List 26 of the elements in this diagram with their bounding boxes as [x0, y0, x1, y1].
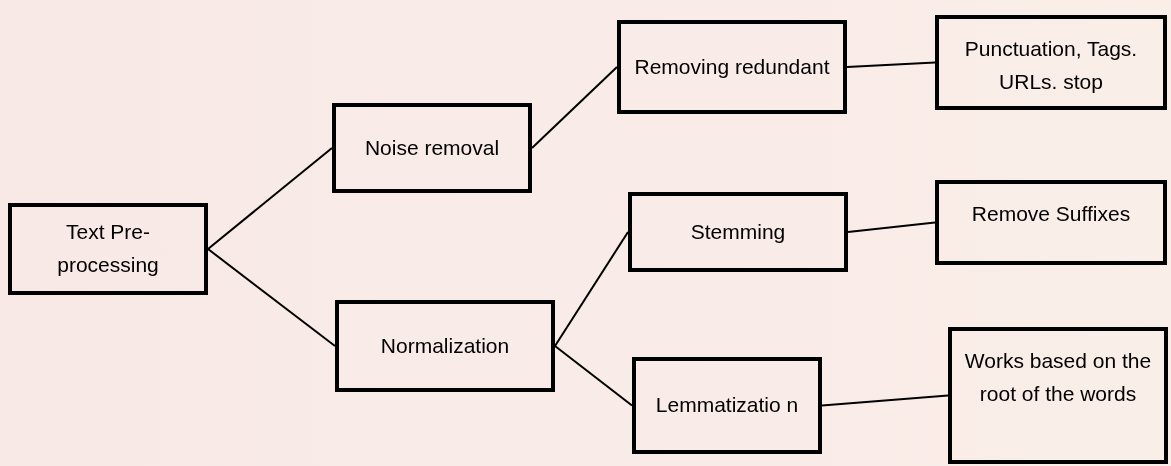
process-box — [335, 300, 555, 392]
connector-line — [821, 394, 949, 407]
box-label: Lemmatizatio n — [655, 392, 799, 419]
connector-line — [554, 231, 629, 347]
box-label: Punctuation, Tags. URLs. stop — [963, 36, 1139, 95]
connector-line — [846, 61, 936, 68]
connector-line — [531, 66, 618, 149]
process-box — [332, 103, 532, 193]
box-label: Removing redundant — [634, 53, 830, 80]
process-box — [935, 180, 1167, 265]
process-box — [632, 357, 822, 454]
box-label: Remove Suffixes — [971, 201, 1131, 227]
process-box — [628, 192, 848, 272]
box-label: Stemming — [690, 218, 786, 245]
connector-line — [554, 345, 633, 407]
connector-line — [207, 147, 333, 250]
process-box — [8, 203, 208, 295]
process-box — [948, 327, 1168, 464]
connector-line — [207, 248, 336, 347]
box-label: Works based on the root of the words — [964, 348, 1152, 407]
connector-line — [847, 221, 936, 233]
box-label: Text Pre-processing — [56, 219, 160, 278]
box-label: Noise removal — [364, 134, 500, 161]
process-box — [617, 20, 847, 114]
process-box — [935, 15, 1167, 110]
box-label: Normalization — [380, 332, 510, 359]
